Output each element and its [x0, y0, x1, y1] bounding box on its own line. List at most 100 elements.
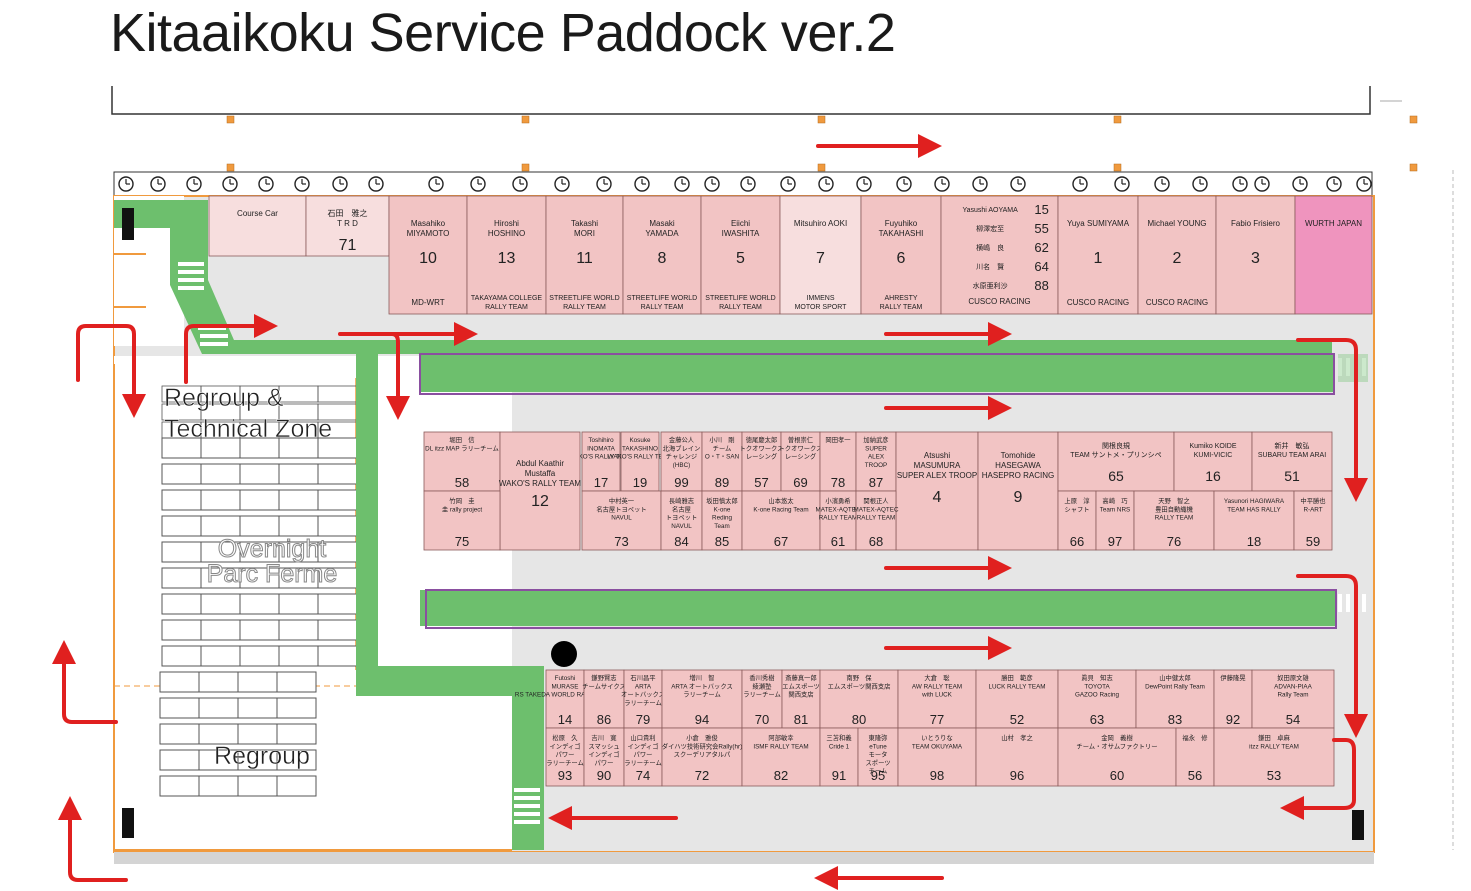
stall-line: 加納武彦	[863, 435, 888, 444]
stall-line: チーム・オサムファクトリー	[1076, 742, 1157, 750]
parking-slot	[159, 697, 200, 719]
stall-number: 19	[633, 475, 647, 490]
stall-number: 56	[1188, 768, 1202, 783]
stall-line: 名古屋トヨペット	[596, 504, 646, 513]
stall-number: 86	[597, 712, 611, 727]
stall-line: インディゴ	[627, 741, 658, 750]
stall-line: ALEX	[868, 454, 885, 461]
parking-slot	[278, 489, 319, 511]
stall-number: 75	[455, 534, 469, 549]
stall-line: 関西支店	[788, 690, 813, 699]
stall-line: 山本悠太	[768, 496, 794, 505]
stall-number: 12	[531, 493, 549, 510]
stall-line: MATEX-AQTEC	[853, 506, 898, 513]
stall-line: Mustaffa	[525, 469, 556, 478]
parking-slot	[239, 463, 280, 485]
stall-line: エムスポーツ関西支店	[828, 681, 891, 690]
parking-slot	[278, 619, 319, 641]
stall-number: 54	[1286, 712, 1300, 727]
stall-number: 15	[1034, 202, 1048, 217]
stall-number: 60	[1110, 768, 1124, 783]
stall-line: シャフト	[1064, 505, 1089, 513]
parking-slot	[237, 775, 278, 797]
arrow-left-u	[76, 324, 146, 418]
stall-line: Reding	[712, 515, 732, 522]
stall-team: RALLY TEAM	[641, 304, 684, 311]
stall-number: 58	[455, 475, 469, 490]
parking-slot	[161, 463, 202, 485]
stall-line: Masahiko	[411, 219, 446, 228]
stall-line: トクオワークス	[740, 444, 784, 452]
parking-slot	[237, 671, 278, 693]
stall-number: 66	[1070, 534, 1084, 549]
arrow-bottom-right	[1280, 738, 1356, 820]
parking-slot	[239, 489, 280, 511]
stall-line: トクオワークス	[779, 444, 823, 452]
stall-number: 98	[930, 768, 944, 783]
stall-number: 89	[715, 475, 729, 490]
arrow-right-down-1	[1296, 338, 1368, 502]
parking-slot	[317, 619, 358, 641]
parking-slot	[317, 645, 358, 667]
stall-team: STREETLIFE WORLD	[705, 295, 775, 302]
stall-line: Toshihiro	[588, 437, 614, 444]
stall-line: 竹岡 圭	[449, 496, 474, 505]
stall-line: 奴田原文雄	[1277, 673, 1308, 682]
clock-icon	[1292, 176, 1308, 192]
parking-slot	[198, 775, 239, 797]
stall-line: 圭 rally project	[442, 504, 482, 513]
stall-line: インディゴ	[549, 741, 580, 750]
stall-line: パワー	[556, 751, 575, 759]
clock-icon	[1192, 176, 1208, 192]
stall-line: スマッシュ	[588, 742, 619, 750]
stall-line: TEAM サントメ・プリンシペ	[1070, 451, 1161, 459]
stall-line: TEAM OKUYAMA	[912, 743, 963, 750]
stall-line: 東隆弥	[869, 733, 889, 742]
stall-number: 72	[695, 768, 709, 783]
stall-number: 6	[897, 250, 906, 267]
stall-line: オートバックス	[621, 691, 665, 699]
stall-line: 福永 修	[1182, 733, 1208, 742]
stall-line: RALLY TEAM	[1155, 515, 1194, 522]
stall-line: Yuya SUMIYAMA	[1067, 219, 1130, 228]
clock-icon	[554, 176, 570, 192]
zone-labels: Regroup & Technical Zone Overnight Parc …	[164, 384, 338, 770]
stall-line: 眞貝 知志	[1081, 673, 1112, 682]
parking-slot	[278, 645, 319, 667]
stall-line: IWASHITA	[722, 229, 760, 238]
stall-line: WURTH JAPAN	[1305, 219, 1362, 228]
stall-team: RALLY TEAM	[719, 304, 762, 311]
clock-icons	[118, 176, 1372, 192]
stall-line: ラリーチーム	[624, 699, 662, 707]
stall-line: パワー	[595, 759, 614, 767]
stall-number: 90	[597, 768, 611, 783]
clock-icon	[780, 176, 796, 192]
parking-slot	[317, 515, 358, 537]
parking-slot	[239, 593, 280, 615]
clock-icon	[1010, 176, 1026, 192]
parking-slot	[278, 515, 319, 537]
parking-slot	[200, 515, 241, 537]
parking-slot	[159, 671, 200, 693]
stall-line: 伊藤隆晃	[1220, 673, 1246, 682]
stall-line: 北海ブレイン	[663, 443, 701, 452]
stall-line: 金岡 義樹	[1101, 733, 1133, 742]
stall-line: 大倉 聡	[924, 673, 950, 682]
stall-line: Atsushi	[924, 451, 950, 460]
clock-icon	[634, 176, 650, 192]
parking-slot	[161, 567, 202, 589]
stall-team: STREETLIFE WORLD	[627, 295, 697, 302]
stall-number: 13	[498, 250, 516, 267]
